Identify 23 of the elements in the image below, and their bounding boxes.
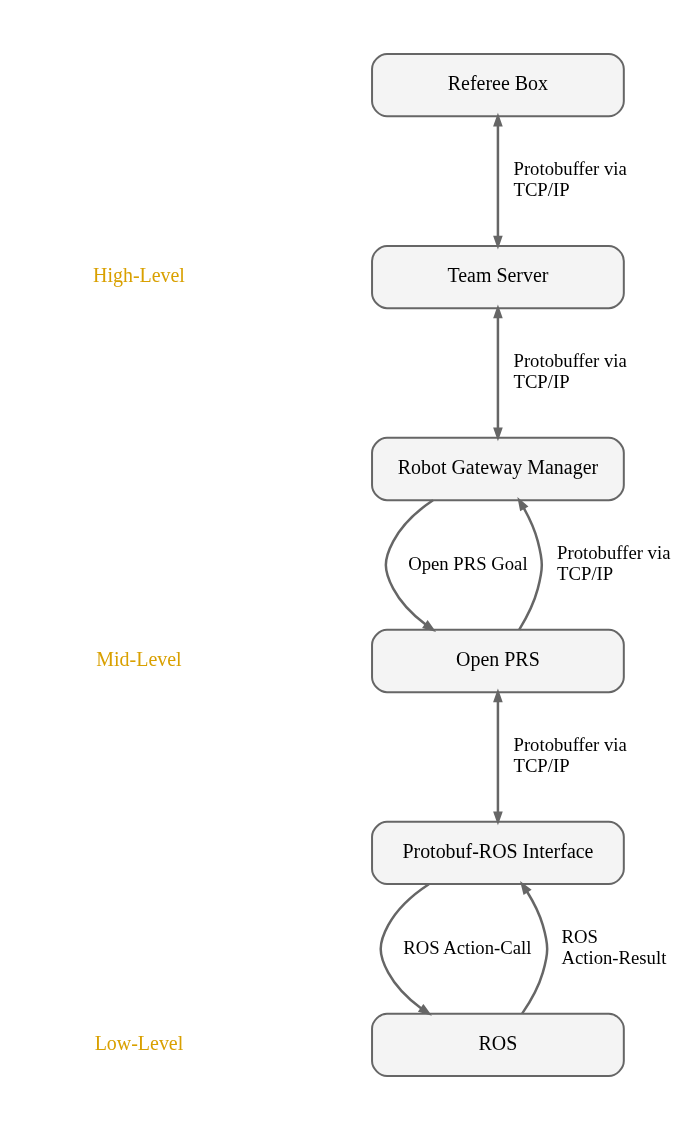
arrow <box>384 499 437 632</box>
edge-label: Protobuffer via TCP/IP <box>513 349 627 393</box>
label: Mid-Level <box>96 647 182 670</box>
edge-label: ROS Action-Call <box>403 936 532 958</box>
node-box: Team Server <box>371 244 625 310</box>
arrow <box>517 497 543 631</box>
arrow <box>493 304 503 442</box>
arrow <box>493 112 503 250</box>
arrow <box>520 881 549 1015</box>
arrow <box>493 688 503 826</box>
arrow <box>379 883 432 1016</box>
node-box: Protobuf-ROS Interface <box>371 820 625 886</box>
edge-label: Protobuffer via TCP/IP <box>513 157 627 201</box>
label: High-Level <box>93 263 185 286</box>
node-box: Referee Box <box>371 53 625 118</box>
edge-label: Open PRS Goal <box>408 552 528 574</box>
edge-label: ROS Action-Result <box>561 925 667 968</box>
edge-label: Protobuffer via TCP/IP <box>513 733 627 776</box>
edge-label: Protobuffer via TCP/IP <box>557 541 671 584</box>
label: Low-Level <box>94 1031 184 1054</box>
node-box: Open PRS <box>371 628 625 694</box>
node-box: ROS <box>371 1012 625 1077</box>
node-box: Robot Gateway Manager <box>371 436 625 502</box>
